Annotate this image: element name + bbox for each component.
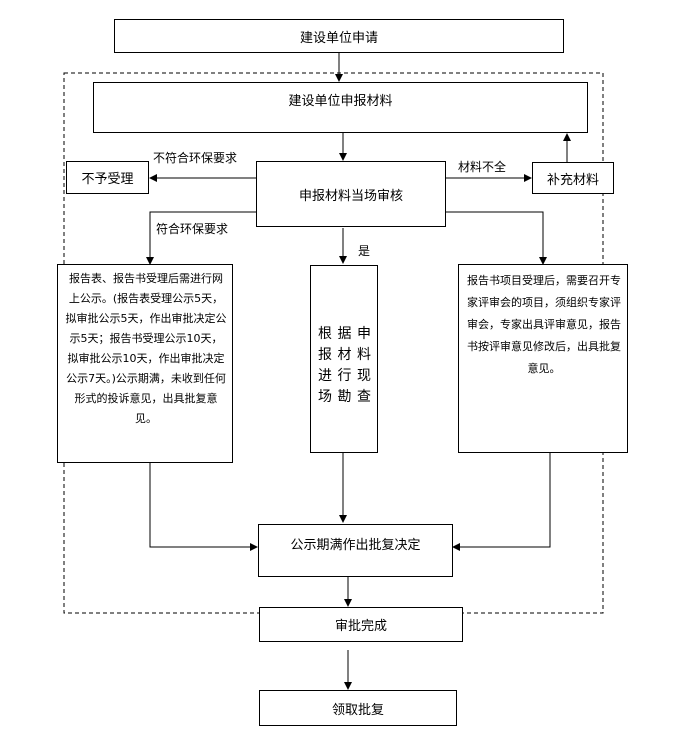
- left-branch-node: 报告表、报告书受理后需进行网上公示。(报告表受理公示5天，拟审批公示5天，作出审…: [57, 264, 233, 463]
- right-branch-node: 报告书项目受理后，需要召开专家评审会的项目，须组织专家评审会，专家出具评审意见，…: [458, 264, 628, 453]
- arrow-left-to-decision: [149, 463, 258, 551]
- label-yes: 是: [358, 244, 371, 258]
- left-branch-text: 报告表、报告书受理后需进行网上公示。(报告表受理公示5天，拟审批公示5天，作出审…: [65, 272, 227, 425]
- complete-node: 审批完成: [259, 607, 463, 642]
- label-not-comply: 不符合环保要求: [153, 151, 238, 165]
- arrow-review-to-right: [446, 211, 547, 265]
- apply-node: 建设单位申请: [114, 19, 564, 53]
- right-branch-text: 报告书项目受理后，需要召开专家评审会的项目，须组织专家评审会，专家出具评审意见，…: [467, 274, 621, 375]
- collect-node: 领取批复: [259, 690, 457, 726]
- supplement-node: 补充材料: [532, 162, 614, 194]
- middle-branch-text: 根据申报材料进行现场勘查: [318, 326, 371, 405]
- middle-branch-node: 根据申报材料进行现场勘查: [310, 265, 378, 453]
- label-incomplete: 材料不全: [458, 160, 507, 174]
- arrow-review-to-left: [146, 211, 256, 265]
- reject-node: 不予受理: [66, 161, 149, 194]
- arrow-right-to-decision: [452, 453, 551, 551]
- decision-node: 公示期满作出批复决定: [258, 524, 453, 577]
- label-comply: 符合环保要求: [156, 222, 229, 236]
- submit-node: 建设单位申报材料: [93, 82, 588, 133]
- review-node: 申报材料当场审核: [256, 161, 446, 227]
